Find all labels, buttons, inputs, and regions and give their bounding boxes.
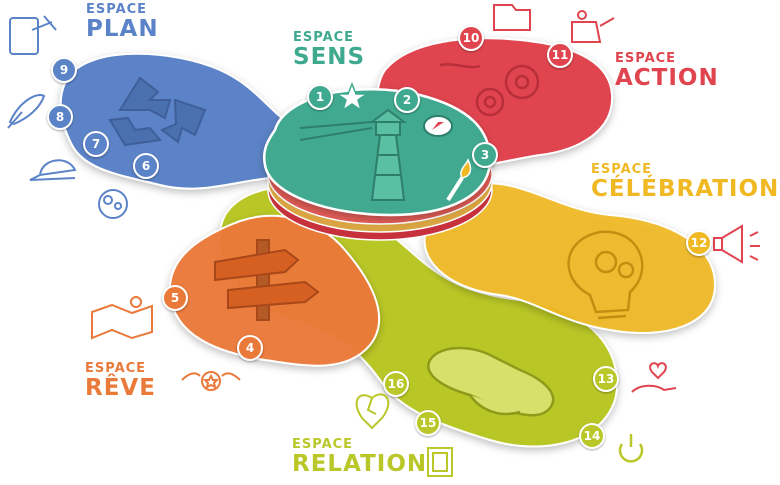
book-gavel-icon (9, 15, 57, 55)
step-badge: 12 (686, 230, 712, 256)
quill-pen-icon (7, 94, 46, 129)
folder-icon (493, 4, 531, 31)
step-badge: 4 (237, 335, 263, 361)
step-badge: 15 (415, 410, 441, 436)
reve-big-label: RÊVE (85, 375, 156, 401)
lightbulb-gear-icon (567, 230, 644, 320)
space-label-sens: ESPACE SENS (293, 31, 365, 69)
handshake-icon (427, 346, 555, 417)
signpost-icon (214, 239, 320, 321)
sens-big-label: SENS (293, 44, 366, 70)
potion-flask-icon (98, 189, 128, 219)
celebration-big-label: CÉLÉBRATION (591, 176, 780, 202)
plan-small-label: ESPACE (86, 2, 148, 17)
map-icon (91, 296, 153, 340)
relation-big-label: RELATION (292, 451, 428, 477)
space-label-reve: ESPACE RÊVE (85, 362, 156, 400)
celebration-small-label: ESPACE (591, 162, 653, 177)
step-badge: 10 (458, 25, 484, 51)
step-badge: 13 (593, 366, 619, 392)
space-label-action: ESPACE ACTION (615, 52, 719, 90)
compass-icon (423, 115, 453, 137)
action-small-label: ESPACE (615, 51, 677, 66)
megaphone-icon (713, 224, 760, 264)
star-icon (334, 81, 370, 112)
oil-can-icon (571, 10, 615, 43)
step-badge: 14 (579, 423, 605, 449)
step-badge: 6 (133, 153, 159, 179)
recycle-arrows-icon (108, 76, 207, 147)
step-badge: 16 (383, 371, 409, 397)
space-label-relation: ESPACE RELATION (292, 438, 427, 476)
step-badge: 2 (394, 87, 420, 113)
step-badge: 5 (162, 285, 188, 311)
relation-small-label: ESPACE (292, 437, 354, 452)
gears-icon (439, 63, 540, 117)
step-badge: 7 (83, 131, 109, 157)
plan-big-label: PLAN (86, 16, 159, 42)
torch-icon (446, 158, 472, 202)
space-label-plan: ESPACE PLAN (86, 3, 159, 41)
step-badge: 9 (51, 57, 77, 83)
hand-heart-icon (631, 362, 677, 393)
step-badge: 1 (307, 84, 333, 110)
wings-badge-icon (181, 371, 241, 391)
sens-small-label: ESPACE (293, 30, 355, 45)
step-badge: 8 (47, 104, 73, 130)
action-big-label: ACTION (615, 65, 719, 91)
broken-heart-icon (355, 393, 390, 430)
power-button-icon (618, 434, 644, 463)
frame-icon (427, 447, 453, 477)
lighthouse-icon (299, 108, 407, 201)
step-badge: 11 (547, 42, 573, 68)
cap-icon (29, 159, 77, 181)
step-badge: 3 (472, 142, 498, 168)
reve-small-label: ESPACE (85, 361, 147, 376)
space-label-celebration: ESPACE CÉLÉBRATION (591, 163, 779, 201)
